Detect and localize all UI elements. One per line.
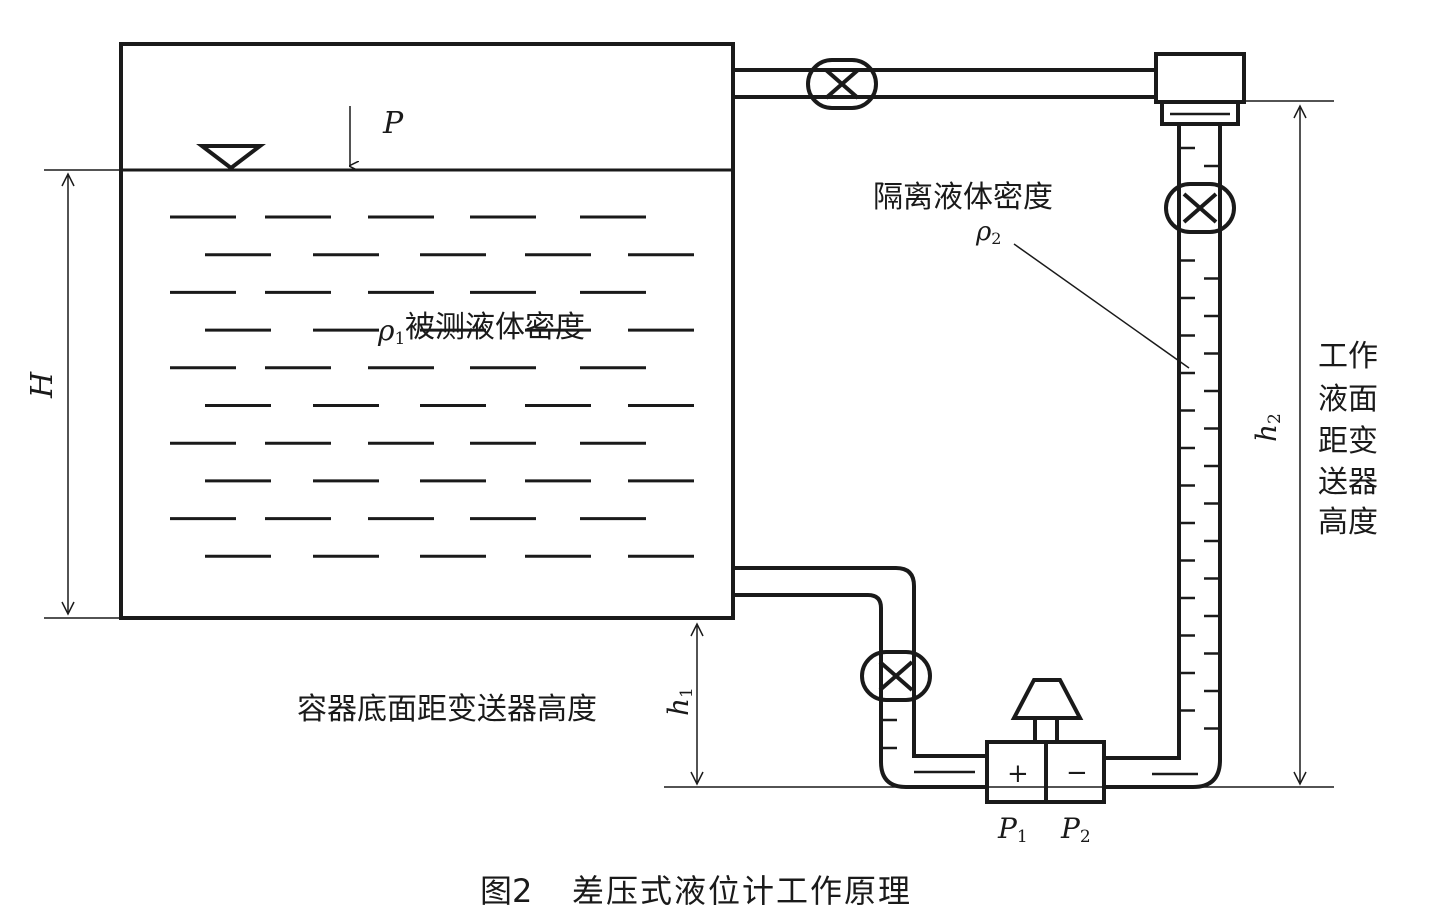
- bottom-pipe: [733, 566, 987, 789]
- svg-text:工作: 工作: [1318, 339, 1378, 374]
- height-H-label: H: [25, 371, 60, 399]
- pressure-transmitter: [985, 678, 1106, 804]
- minus-port-label: −: [1066, 758, 1088, 788]
- svg-text:液面: 液面: [1318, 382, 1378, 417]
- P2-label: P2: [1060, 812, 1091, 847]
- top-valve: [806, 58, 878, 110]
- P1-label: P1: [997, 812, 1028, 847]
- svg-text:距变: 距变: [1318, 424, 1378, 459]
- pressure-label: P: [382, 106, 404, 141]
- isolation-density-label: 隔离液体密度: [873, 180, 1053, 215]
- h2-label: h2: [1250, 413, 1285, 442]
- liquid-dashes: [170, 215, 694, 558]
- plus-port-label: +: [1007, 759, 1029, 789]
- h1-label: h1: [662, 687, 697, 716]
- pipe-scale-ticks: [1181, 146, 1218, 730]
- tank: [119, 42, 735, 620]
- bottom-height-label: 容器底面距变送器高度: [297, 692, 597, 727]
- bottom-pipe-ticks: [883, 718, 897, 750]
- height-H-dimension: [44, 169, 121, 619]
- right-valve: [1164, 182, 1236, 234]
- rho2-leader-line: [1013, 243, 1190, 369]
- h1-dimension: [690, 622, 704, 786]
- right-vertical-pipe: [1104, 124, 1222, 789]
- svg-text:送器: 送器: [1318, 465, 1378, 500]
- bottom-valve: [860, 650, 932, 702]
- top-pipe: [733, 68, 1156, 99]
- svg-text:高度: 高度: [1318, 505, 1378, 540]
- rho1-label: ρ1: [377, 314, 405, 349]
- h2-dimension: [1293, 104, 1307, 786]
- rho2-label: ρ2: [975, 217, 1001, 248]
- condensation-chamber: [1154, 52, 1246, 126]
- measured-density-label: 被测液体密度: [405, 310, 585, 345]
- liquid-surface-marker: [196, 144, 266, 171]
- figure-number: 图2: [480, 872, 532, 909]
- working-level-text: 工作 液面 距变 送器 高度: [1318, 339, 1378, 540]
- figure-title: 差压式液位计工作原理: [572, 872, 912, 909]
